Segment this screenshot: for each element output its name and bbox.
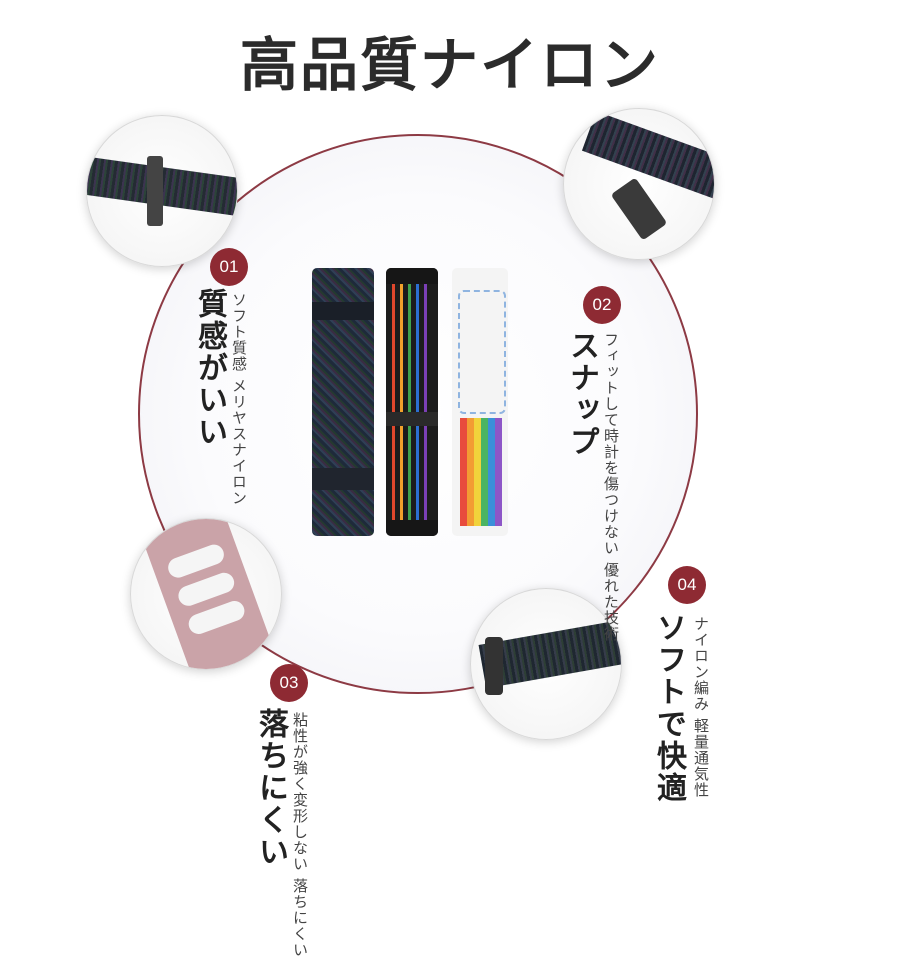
feature-desc-4-line-1: ナイロン編み bbox=[692, 616, 710, 712]
feature-desc-1: ソフト質感 メリヤスナイロン bbox=[228, 292, 250, 506]
detail-image-3 bbox=[130, 518, 282, 670]
feature-heading-2: スナップ bbox=[564, 330, 599, 458]
detail-image-4 bbox=[470, 588, 622, 740]
feature-desc-3-line-1: 粘性が強く変形しない bbox=[291, 712, 309, 872]
page-title: 高品質ナイロン bbox=[239, 31, 660, 99]
feature-desc-2: フィットして時計を傷つけない 優れた技術 bbox=[600, 332, 622, 642]
detail-image-1 bbox=[86, 115, 238, 267]
band-pride bbox=[452, 268, 508, 536]
feature-desc-2-line-2: 優れた技術 bbox=[602, 561, 620, 642]
feature-desc-3: 粘性が強く変形しない 落ちにくい bbox=[289, 712, 311, 958]
feature-desc-4: ナイロン編み 軽量通気性 bbox=[690, 616, 712, 798]
feature-number-1: 01 bbox=[210, 248, 248, 286]
feature-heading-3: 落ちにくい bbox=[253, 708, 288, 868]
feature-desc-1-line-1: ソフト質感 bbox=[230, 292, 248, 372]
feature-number-3: 03 bbox=[270, 664, 308, 702]
feature-heading-1: 質感がいい bbox=[192, 288, 227, 448]
feature-desc-3-line-2: 落ちにくい bbox=[291, 877, 309, 958]
band-rainbow-stripes bbox=[386, 268, 438, 536]
detail-image-2 bbox=[563, 108, 715, 260]
feature-number-2: 02 bbox=[583, 286, 621, 324]
feature-heading-4: ソフトで快適 bbox=[651, 612, 686, 804]
band-navy bbox=[312, 268, 374, 536]
feature-desc-1-line-2: メリヤスナイロン bbox=[230, 377, 248, 506]
feature-desc-2-line-1: フィットして時計を傷つけない bbox=[602, 332, 620, 556]
feature-number-4: 04 bbox=[668, 566, 706, 604]
feature-desc-4-line-2: 軽量通気性 bbox=[692, 717, 710, 798]
